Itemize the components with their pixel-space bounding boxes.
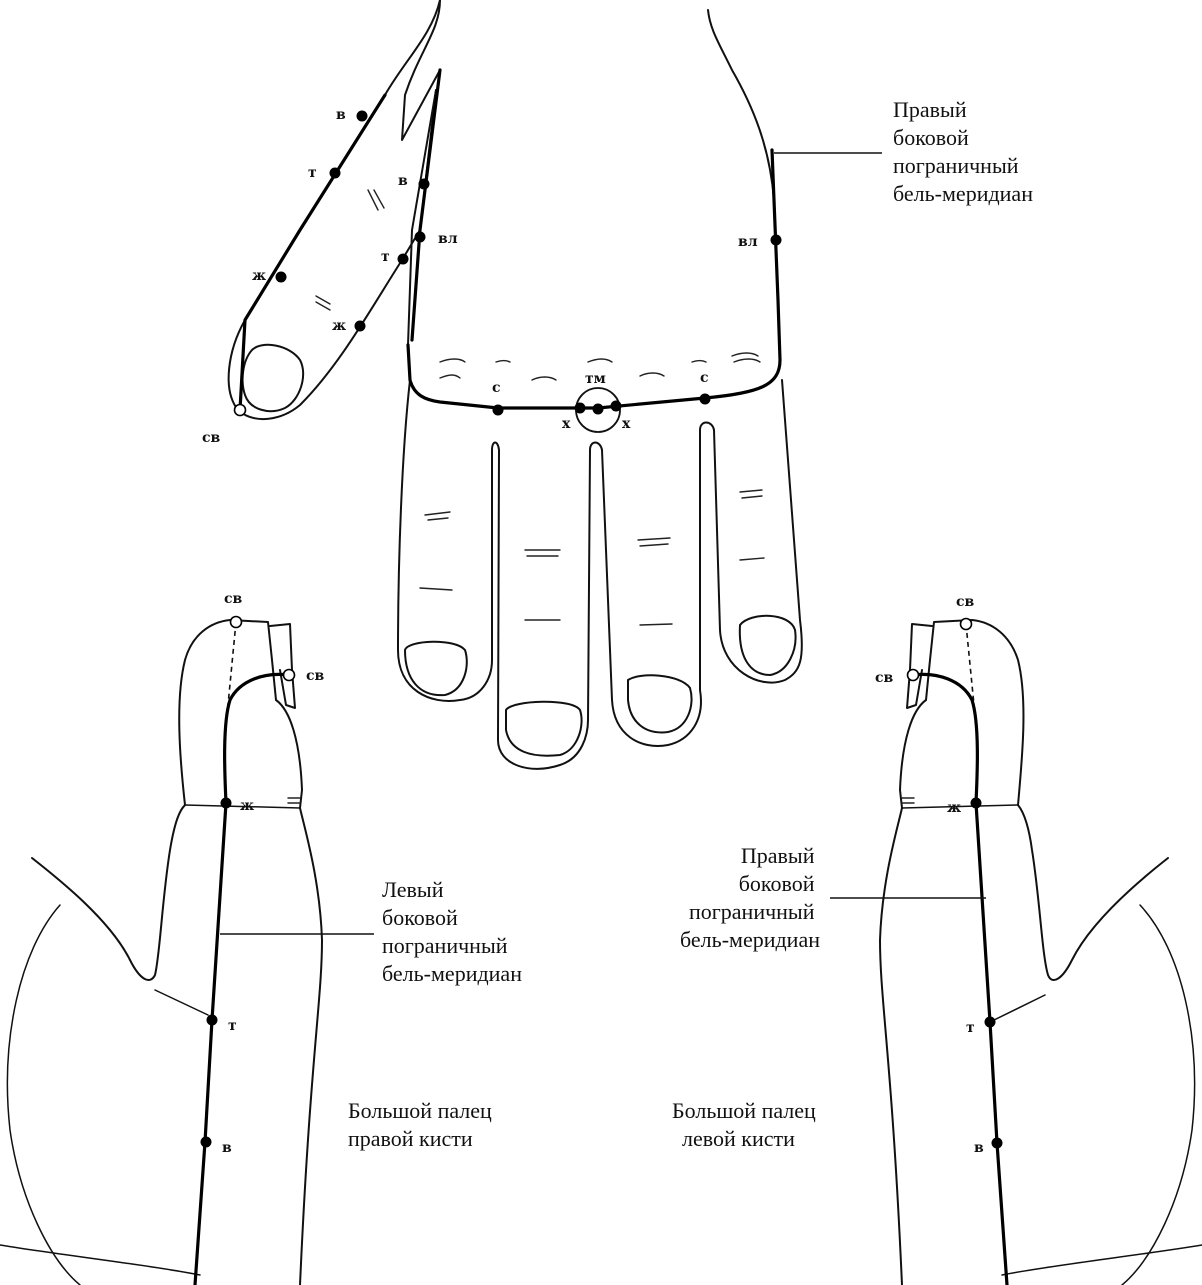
- point-left-sv-top: [229, 615, 243, 629]
- caption-right-thumb-name: Большой палец левой кисти: [672, 1098, 821, 1151]
- label-left-sv-side: св: [306, 668, 325, 684]
- label-left-t: т: [228, 1018, 237, 1034]
- label-right-zh: ж: [947, 800, 961, 816]
- caption-top-right-line3: пограничный: [893, 153, 1019, 178]
- caption-top-right: Правый боковой пограничный бель-меридиан: [893, 97, 1033, 206]
- caption-right-thumb-name-line2: левой кисти: [682, 1126, 795, 1151]
- point-top-index-sv: [233, 403, 247, 417]
- point-top-index-t-outer: [329, 167, 341, 179]
- caption-right-thumb: Правый боковой пограничный бель-меридиан: [680, 843, 820, 952]
- point-top-tm: [592, 403, 604, 415]
- label-top-t-outer: т: [308, 165, 317, 181]
- caption-right-thumb-line3: пограничный: [689, 899, 815, 924]
- point-right-zh: [970, 797, 982, 809]
- point-left-v: [200, 1136, 212, 1148]
- point-top-vl-left: [414, 231, 426, 243]
- label-right-sv-side: св: [875, 670, 894, 686]
- label-top-v-inner: в: [398, 173, 408, 189]
- point-top-index-t-inner: [397, 253, 409, 265]
- point-top-vl-right: [770, 234, 782, 246]
- point-top-index-v-outer: [356, 110, 368, 122]
- label-top-vl-right: вл: [738, 234, 758, 250]
- caption-right-thumb-name-line1: Большой палец: [672, 1098, 816, 1123]
- caption-right-thumb-line1: Правый: [741, 843, 815, 868]
- caption-right-thumb-line2: боковой: [739, 871, 815, 896]
- right-thumb: св св ж т в Правый боковой пограничный б…: [672, 594, 1202, 1285]
- point-top-x-left: [574, 402, 586, 414]
- caption-left-thumb-name-line2: правой кисти: [348, 1126, 473, 1151]
- label-top-tm: тм: [585, 371, 606, 387]
- label-top-zh-outer: ж: [252, 268, 266, 284]
- caption-left-thumb-line2: боковой: [382, 905, 458, 930]
- label-top-s-left: с: [492, 380, 501, 396]
- label-left-v: в: [222, 1140, 232, 1156]
- label-top-t-inner: т: [381, 249, 390, 265]
- label-top-x-left: х: [562, 416, 571, 432]
- left-thumb: св св ж т в Левый боковой пограничный бе…: [0, 591, 522, 1285]
- caption-left-thumb-name-line1: Большой палец: [348, 1098, 492, 1123]
- point-right-sv-top: [959, 617, 973, 631]
- caption-left-thumb-line4: бель-меридиан: [382, 961, 522, 986]
- label-top-sv: св: [202, 430, 221, 446]
- point-left-sv-side: [282, 668, 296, 682]
- top-hand: в т ж св в вл т ж вл с тм с х х Правый б…: [202, 0, 1033, 770]
- point-top-s-right: [699, 393, 711, 405]
- label-right-v: в: [974, 1140, 984, 1156]
- point-top-index-zh-inner: [354, 320, 366, 332]
- point-left-zh: [220, 797, 232, 809]
- label-top-v-outer: в: [336, 107, 346, 123]
- label-top-x-right: х: [622, 416, 631, 432]
- label-top-zh-inner: ж: [332, 318, 346, 334]
- caption-left-thumb-line3: пограничный: [382, 933, 508, 958]
- point-right-v: [991, 1137, 1003, 1149]
- point-right-sv-side: [906, 668, 920, 682]
- label-right-sv-top: св: [956, 594, 975, 610]
- label-top-s-right: с: [700, 370, 709, 386]
- label-right-t: т: [966, 1020, 975, 1036]
- caption-left-thumb: Левый боковой пограничный бель-меридиан: [382, 877, 522, 986]
- caption-top-right-line4: бель-меридиан: [893, 181, 1033, 206]
- point-top-s-left: [492, 404, 504, 416]
- caption-top-right-line1: Правый: [893, 97, 967, 122]
- label-left-sv-top: св: [224, 591, 243, 607]
- label-left-zh: ж: [240, 798, 254, 814]
- point-left-t: [206, 1014, 218, 1026]
- caption-right-thumb-line4: бель-меридиан: [680, 927, 820, 952]
- point-top-index-zh-outer: [275, 271, 287, 283]
- point-top-index-v-inner: [418, 178, 430, 190]
- point-top-x-right: [610, 400, 622, 412]
- caption-top-right-line2: боковой: [893, 125, 969, 150]
- point-right-t: [984, 1016, 996, 1028]
- caption-left-thumb-name: Большой палец правой кисти: [348, 1098, 497, 1151]
- caption-left-thumb-line1: Левый: [382, 877, 444, 902]
- label-top-vl-left: вл: [438, 231, 458, 247]
